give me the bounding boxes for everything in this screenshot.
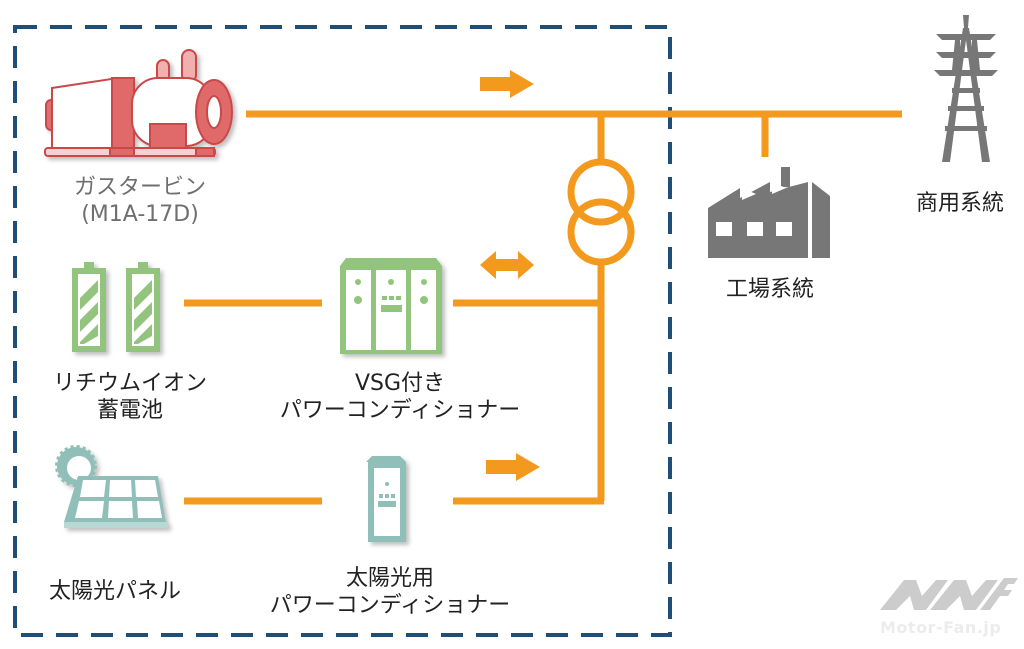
power-lines bbox=[184, 110, 902, 505]
utility-grid-label: 商用系統 bbox=[895, 190, 1024, 217]
solar-power-conditioner-icon bbox=[366, 456, 406, 542]
gas-turbine-label: ガスタービン (M1A-17D) bbox=[40, 174, 240, 228]
solar-panel-label-line1: 太陽光パネル bbox=[48, 579, 181, 604]
watermark-text: Motor-Fan.jp bbox=[880, 618, 1002, 637]
motor-fan-logo-icon bbox=[880, 578, 1018, 610]
solar-panel-label: 太陽光パネル bbox=[30, 578, 200, 605]
arrow-gas-turbine-flow bbox=[480, 70, 534, 98]
factory-label-line1: 工場系統 bbox=[725, 277, 814, 302]
factory-label: 工場系統 bbox=[700, 276, 840, 303]
battery-label-line2: 蓄電池 bbox=[96, 398, 163, 423]
factory-icon bbox=[708, 167, 830, 258]
gas-turbine-label-line1: ガスタービン bbox=[73, 175, 206, 200]
vsg-pcs-label-line1: VSG付き bbox=[354, 371, 446, 396]
transmission-tower-icon bbox=[934, 15, 998, 162]
battery-icon bbox=[72, 262, 160, 352]
gas-turbine-icon bbox=[44, 49, 233, 157]
microgrid-boundary bbox=[13, 25, 672, 637]
vsg-power-conditioner-icon bbox=[340, 258, 442, 354]
arrow-battery-flow bbox=[480, 251, 534, 279]
vsg-pcs-label: VSG付き パワーコンディショナー bbox=[250, 370, 550, 424]
battery-label: リチウムイオン 蓄電池 bbox=[20, 370, 240, 424]
solar-panel-icon bbox=[55, 445, 168, 528]
vsg-pcs-label-line2: パワーコンディショナー bbox=[279, 398, 521, 423]
solar-pcs-label: 太陽光用 パワーコンディショナー bbox=[240, 565, 540, 619]
solar-pcs-label-line1: 太陽光用 bbox=[345, 566, 434, 591]
arrow-solar-flow bbox=[486, 453, 540, 481]
battery-label-line1: リチウムイオン bbox=[52, 371, 207, 396]
transformer-icon bbox=[567, 158, 635, 266]
utility-grid-label-line1: 商用系統 bbox=[915, 191, 1004, 216]
gas-turbine-label-line2: (M1A-17D) bbox=[81, 202, 199, 227]
solar-pcs-label-line2: パワーコンディショナー bbox=[269, 593, 511, 618]
